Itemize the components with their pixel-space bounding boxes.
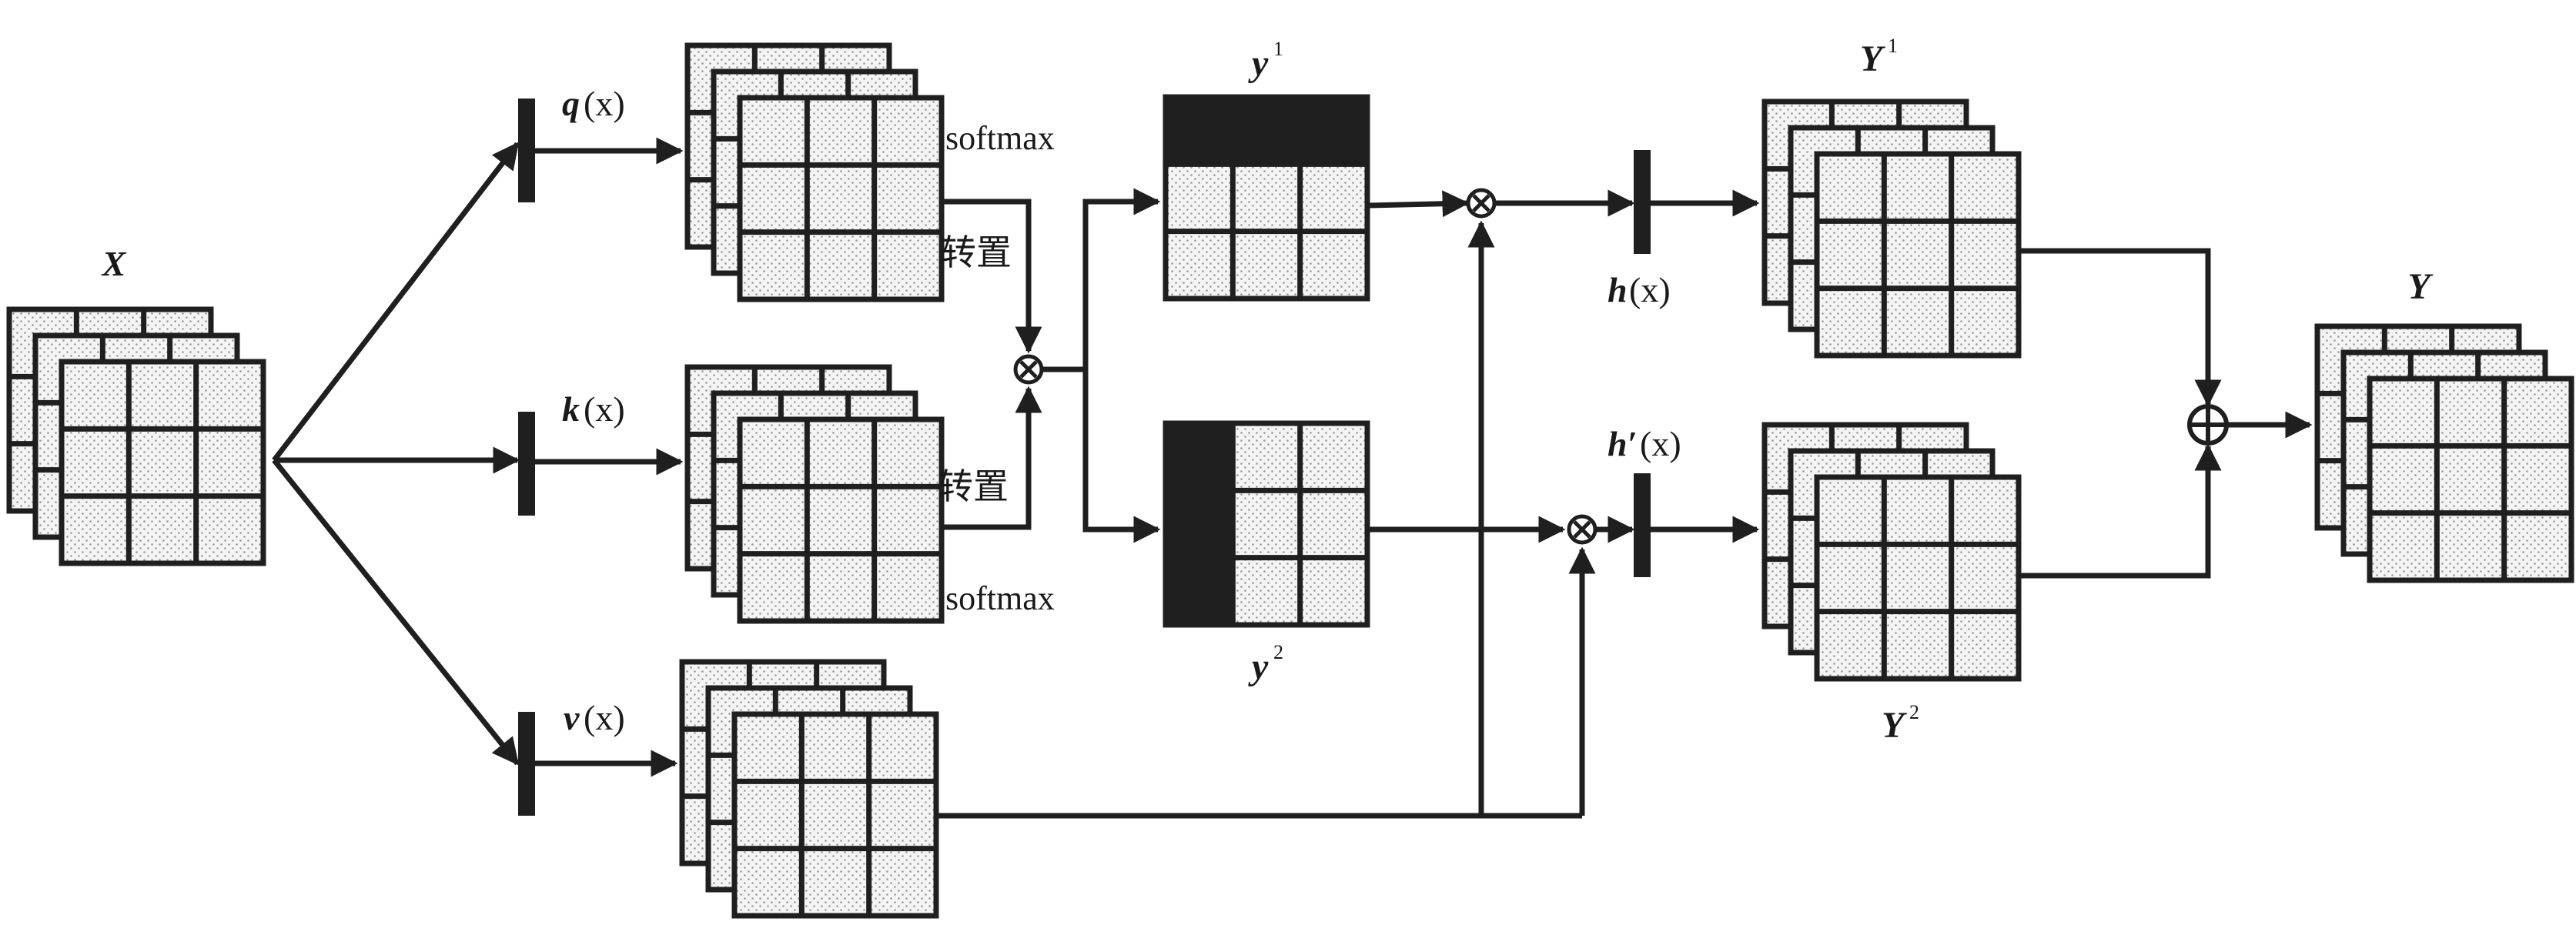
- wire-X-to-v: [272, 458, 520, 766]
- stack-Y1-layer-3: [1814, 151, 2022, 359]
- label-transpose-top: 转置: [941, 232, 1012, 273]
- multiply-node-y1-cross-b: [1472, 194, 1490, 212]
- label-k-arg: (x): [584, 389, 625, 429]
- stack-Y2: [1761, 422, 2022, 682]
- bar-v: [518, 712, 535, 816]
- labels: X q (x) k (x) v (x) softmax 转置 转置 softma…: [101, 35, 2434, 746]
- bar-q: [518, 99, 535, 202]
- multiply-node-y2: [1567, 514, 1597, 545]
- wire-y1-to-mul: [1367, 190, 1470, 218]
- label-Y1-sup: 1: [1888, 35, 1898, 57]
- multiply-node-qk-cross-b: [1019, 360, 1038, 379]
- grid-y2-dark-col: [1166, 423, 1233, 625]
- wire-Y2-to-add: [2019, 443, 2222, 579]
- label-k-name: k: [562, 389, 580, 429]
- wire-mul-to-y2: [1082, 369, 1161, 543]
- label-q-arg: (x): [584, 84, 625, 123]
- stack-Y2-layer-3: [1814, 474, 2022, 682]
- stack-q-layer-3-frame: [737, 95, 945, 302]
- stack-k: [684, 364, 945, 624]
- stack-v-layer-3: [731, 711, 939, 919]
- multiply-node-y1: [1466, 188, 1497, 219]
- label-h-arg: (x): [1629, 270, 1671, 309]
- add-node: [2187, 404, 2229, 446]
- label-transpose-bottom: 转置: [938, 466, 1009, 507]
- grid-y1-dark-row: [1166, 97, 1367, 165]
- stack-X-layer-3: [59, 359, 266, 566]
- stack-Y2-layer-3-frame: [1814, 474, 2022, 682]
- label-v-name: v: [564, 698, 580, 737]
- label-q-name: q: [562, 84, 580, 123]
- stack-k-layer-3: [737, 416, 945, 624]
- label-v-arg: (x): [584, 698, 625, 737]
- multiply-node-qk: [1013, 354, 1044, 385]
- operator-nodes: [1013, 188, 2229, 545]
- wire-k-to-mul: [942, 386, 1042, 530]
- label-y1-sup: 1: [1273, 38, 1283, 60]
- label-Y2-sup: 2: [1909, 701, 1919, 723]
- label-y1: y: [1248, 43, 1269, 84]
- stack-q-layer-3: [737, 95, 945, 302]
- label-hprime-name: h′: [1607, 424, 1638, 463]
- label-X: X: [101, 244, 127, 283]
- grid-y2: [1163, 420, 1370, 628]
- label-Y1: Y: [1860, 38, 1885, 79]
- label-h-name: h: [1607, 270, 1628, 309]
- stack-Y: [2314, 323, 2574, 583]
- wire-Y1-to-add: [2019, 248, 2222, 407]
- bar-k: [518, 412, 535, 516]
- label-Y: Y: [2407, 266, 2433, 307]
- label-y2-sup: 2: [1273, 641, 1283, 663]
- stack-q: [684, 42, 945, 302]
- wire-mul-to-y1: [1041, 188, 1161, 372]
- label-y2: y: [1248, 646, 1269, 687]
- label-softmax-top: softmax: [945, 119, 1055, 157]
- feature-map-stacks: [6, 42, 2574, 919]
- conv-bars: [518, 99, 1651, 816]
- stack-Y-layer-3: [2367, 376, 2574, 583]
- stack-k-layer-3-frame: [737, 416, 945, 624]
- stack-Y-layer-3-frame: [2367, 376, 2574, 583]
- bar-h: [1634, 150, 1651, 254]
- wire-q-to-mul: [942, 199, 1042, 354]
- stack-X-layer-3-frame: [59, 359, 266, 566]
- grid-y1: [1163, 94, 1370, 302]
- connection-wires: [272, 137, 2313, 819]
- label-Y2: Y: [1882, 705, 1907, 746]
- stack-v: [679, 659, 939, 919]
- stack-Y1: [1761, 99, 2022, 359]
- stack-Y1-layer-3-frame: [1814, 151, 2022, 359]
- bar-hprime: [1634, 473, 1651, 577]
- wire-X-to-q: [272, 142, 520, 462]
- label-hprime-arg: (x): [1640, 424, 1681, 463]
- stack-v-layer-3-frame: [731, 711, 939, 919]
- stack-X: [6, 306, 266, 566]
- multiply-node-y2-cross-b: [1573, 520, 1591, 539]
- label-softmax-bottom: softmax: [945, 579, 1055, 617]
